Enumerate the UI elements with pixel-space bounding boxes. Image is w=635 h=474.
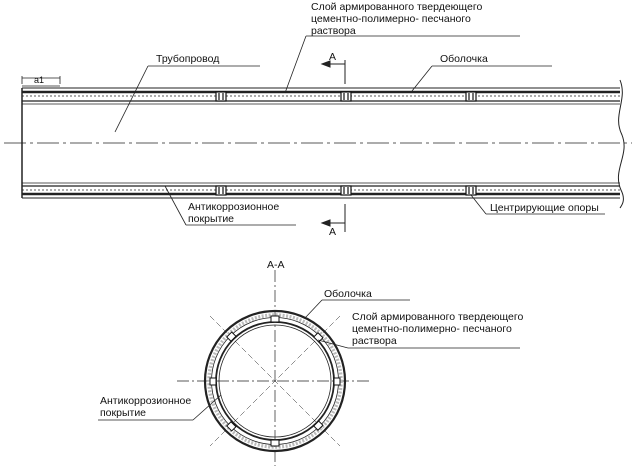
leader-section-mortar-layer <box>317 339 520 349</box>
support-bottom-1 <box>215 185 227 196</box>
pipe-longitudinal-view <box>4 79 632 209</box>
support-bottom-3 <box>465 185 477 196</box>
section-mark-top: А <box>329 51 336 63</box>
section-shell-ring <box>203 309 347 453</box>
leader-section-anticorrosion <box>98 394 222 421</box>
dimension-a1-label: a1 <box>34 75 44 85</box>
label-section-anticorrosion: Антикоррозионное покрытие <box>100 395 194 419</box>
label-mortar-layer: Слой армированного твердеющего цементно-… <box>311 1 485 37</box>
section-cut-bottom <box>320 204 346 232</box>
leader-mortar-layer <box>284 35 520 94</box>
leader-pipeline <box>114 65 260 133</box>
section-title: А-А <box>267 259 285 271</box>
section-mark-bottom: А <box>329 226 336 238</box>
centering-supports <box>215 91 477 196</box>
label-shell: Оболочка <box>440 53 488 65</box>
support-top-3 <box>465 91 477 102</box>
leader-section-shell <box>304 299 410 319</box>
dimension-a1 <box>21 76 61 87</box>
label-section-shell: Оболочка <box>324 288 372 300</box>
section-mortar-ring <box>207 313 343 449</box>
label-centering-supports: Центрирующие опоры <box>490 202 599 214</box>
leader-shell <box>411 65 552 92</box>
label-section-mortar-layer: Слой армированного твердеющего цементно-… <box>352 311 526 347</box>
section-pipe-inner-ring <box>218 324 332 438</box>
support-top-1 <box>215 91 227 102</box>
label-pipeline: Трубопровод <box>156 53 219 65</box>
section-centering-supports <box>209 315 341 447</box>
support-bottom-2 <box>340 185 352 196</box>
pipe-break-line <box>617 79 625 209</box>
support-top-2 <box>340 91 352 102</box>
label-anticorrosion: Антикоррозионное покрытие <box>188 201 282 225</box>
section-cut-top <box>320 60 346 84</box>
leader-centering-supports <box>470 194 605 215</box>
leader-anticorrosion <box>164 185 296 226</box>
